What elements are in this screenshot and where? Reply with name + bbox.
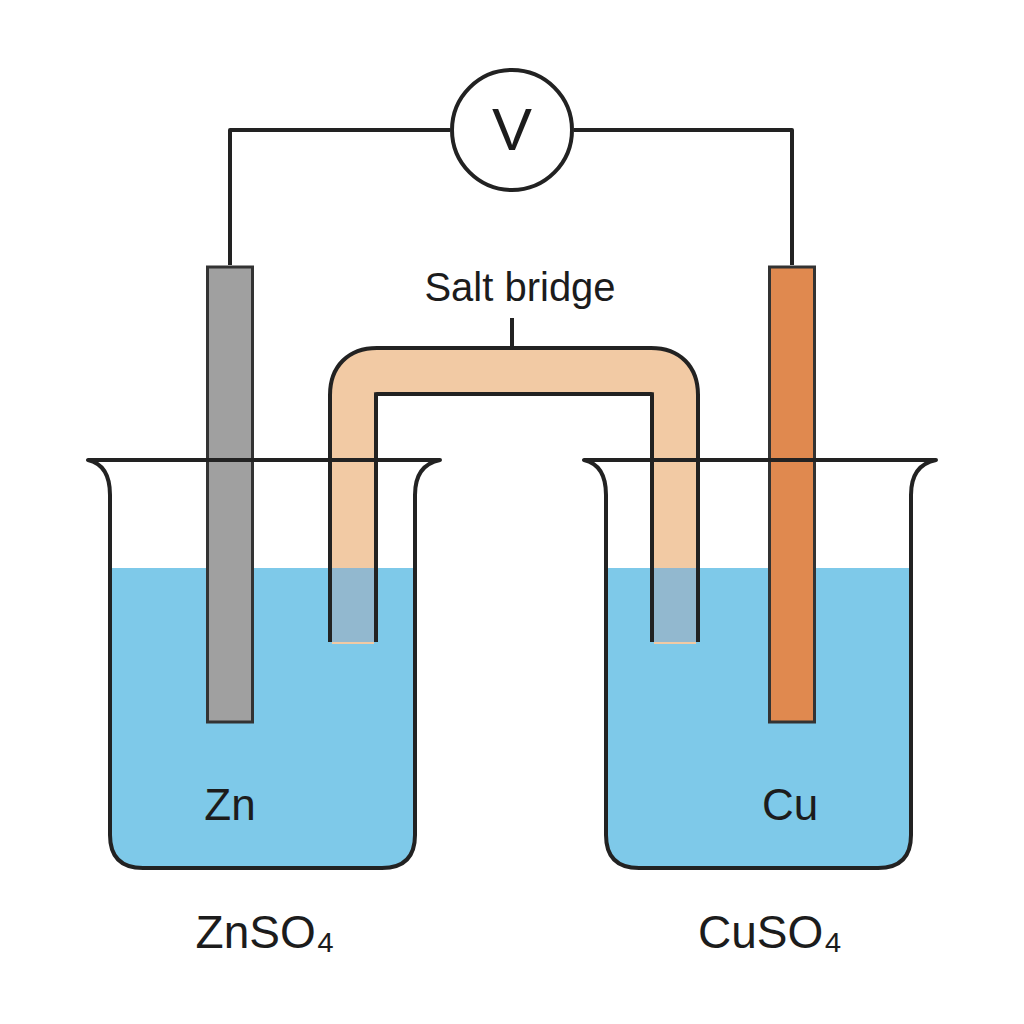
beaker-outline [88, 265, 440, 965]
electrode [208, 267, 253, 722]
zinc-half-cell: ZnZnSO₄ [88, 265, 440, 965]
electrode-label: Cu [762, 781, 818, 829]
beaker-outline [88, 460, 440, 868]
salt-bridge-outline [353, 371, 675, 642]
beaker-outline [584, 460, 936, 868]
copper-half-cell: CuCuSO₄ [584, 265, 936, 965]
electrode-label: Zn [204, 781, 255, 829]
salt-bridge-tube [353, 371, 675, 644]
zinc-sulfate-solution [110, 568, 415, 868]
leader-line [510, 318, 514, 346]
voltmeter: V [450, 68, 574, 192]
connecting-wire [230, 130, 450, 265]
salt-bridge-immersed [332, 568, 374, 642]
electrode [770, 267, 815, 722]
solution-label: ZnSO₄ [196, 907, 335, 958]
voltmeter-symbol: V [492, 97, 532, 163]
salt-bridge-immersed [654, 568, 696, 642]
beaker-outline [584, 265, 936, 965]
part-label: Salt bridge [420, 265, 619, 309]
solution-label: CuSO₄ [698, 907, 842, 958]
meter-circle [452, 70, 572, 190]
connecting-wire [574, 130, 792, 265]
